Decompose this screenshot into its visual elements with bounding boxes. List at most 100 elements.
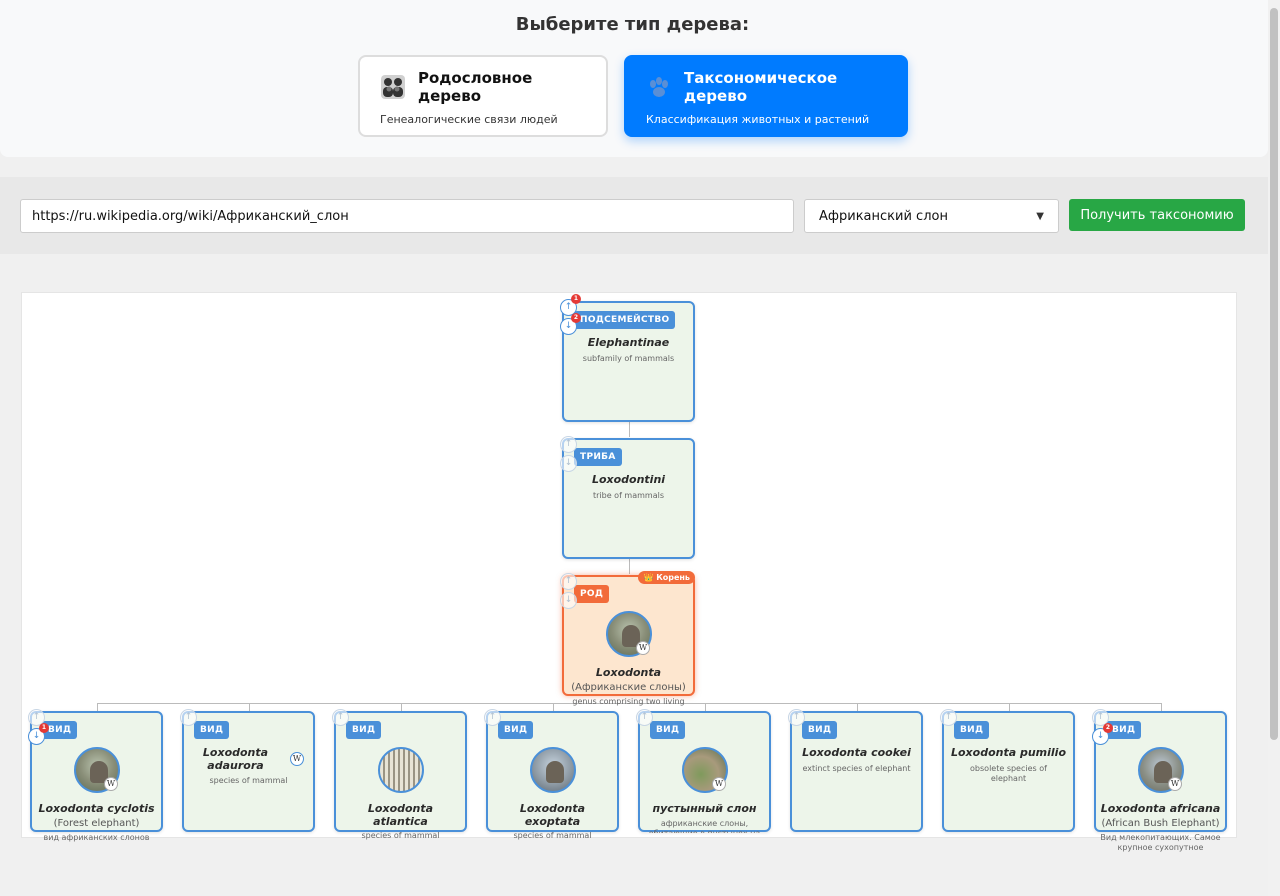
navigate-down-button[interactable]: ↓2	[560, 313, 581, 335]
rank-badge: ВИД	[194, 721, 230, 739]
node-name: пустынный слон	[652, 802, 757, 815]
species-thumbnail: W	[682, 747, 728, 793]
node-common-name: (African Bush Elephant)	[1101, 818, 1220, 829]
species-thumbnail: W	[606, 611, 652, 657]
tree-canvas[interactable]: ПОДСЕМЕЙСТВО Elephantinae subfamily of m…	[21, 292, 1237, 852]
search-bar: Африканский слон ▼ Получить таксономию	[0, 177, 1268, 254]
navigate-down-button[interactable]: ↓	[560, 455, 577, 472]
get-taxonomy-button[interactable]: Получить таксономию	[1069, 199, 1245, 231]
connector-line	[1161, 703, 1162, 711]
tree-node-species[interactable]: ВИД Loxodonta atlantica	[334, 711, 467, 832]
connector-line	[97, 703, 98, 711]
connector-line	[629, 559, 630, 574]
species-select-value: Африканский слон	[819, 208, 948, 224]
taxonomy-card-desc: Классификация животных и растений	[646, 113, 870, 126]
wikipedia-icon[interactable]: W	[290, 752, 304, 766]
wiki-url-input[interactable]	[20, 199, 794, 233]
navigate-down-button[interactable]: ↓1	[28, 723, 49, 745]
tree-node-tribe[interactable]: ТРИБА Loxodontini tribe of mammals	[562, 438, 695, 559]
node-name: Loxodonta atlantica	[367, 802, 434, 828]
node-name: Loxodonta pumilio	[950, 746, 1067, 759]
tree-node-species[interactable]: ВИД W Loxodonta cyclotis (Forest elephan…	[30, 711, 163, 832]
species-select[interactable]: Африканский слон ▼	[804, 199, 1059, 233]
taxonomy-tree-card[interactable]: Таксономическое дерево Классификация жив…	[624, 55, 908, 137]
rank-badge: ВИД	[1106, 721, 1142, 739]
navigate-up-button[interactable]: ↑	[1092, 709, 1109, 726]
navigate-up-button[interactable]: ↑1	[560, 294, 581, 316]
page-scrollbar[interactable]	[1268, 0, 1280, 896]
node-name: Loxodonta	[595, 666, 662, 679]
wikipedia-icon[interactable]: W	[104, 777, 118, 791]
node-description: африканские слоны, обитающие в пустынях …	[649, 819, 761, 833]
rank-badge: ПОДСЕМЕЙСТВО	[574, 311, 676, 329]
navigate-up-button[interactable]: ↑	[180, 709, 197, 726]
connector-line	[705, 703, 706, 711]
connector-line	[1009, 703, 1010, 711]
navigate-up-button[interactable]: ↑	[560, 573, 577, 590]
node-common-name: (Forest elephant)	[53, 818, 140, 829]
navigate-up-button[interactable]: ↑	[484, 709, 501, 726]
taxonomy-card-title: Таксономическое дерево	[684, 69, 838, 105]
connector-line	[97, 703, 1162, 704]
node-name: Loxodonta cyclotis	[38, 802, 155, 815]
node-description: Вид млекопитающих. Самое крупное сухопут…	[1100, 833, 1221, 852]
navigate-up-button[interactable]: ↑	[560, 436, 577, 453]
connector-line	[629, 422, 630, 437]
navigate-down-button[interactable]: ↓2	[1092, 723, 1113, 745]
node-description: вид африканских слонов	[43, 833, 150, 842]
wikipedia-icon[interactable]: W	[1168, 777, 1182, 791]
tree-node-species[interactable]: ВИД W Loxodonta africana (African Bush E…	[1094, 711, 1227, 832]
rank-badge: ВИД	[802, 721, 838, 739]
count-badge: 1	[571, 294, 581, 304]
node-name: Loxodonta africana	[1100, 802, 1221, 815]
node-description: species of mammal	[513, 831, 592, 840]
node-name: Loxodonta adaurora	[202, 746, 269, 772]
navigate-up-button[interactable]: ↑	[636, 709, 653, 726]
rank-badge: ВИД	[954, 721, 990, 739]
tree-node-species[interactable]: ВИД W пустынный слон африканские слоны, …	[638, 711, 771, 833]
tree-node-species[interactable]: ВИД Loxodonta pumilio obsolete species o…	[942, 711, 1075, 832]
node-description: obsolete species of elephant	[970, 764, 1047, 783]
count-badge: 2	[571, 313, 581, 323]
wikipedia-icon[interactable]: W	[636, 641, 650, 655]
navigate-up-button[interactable]: ↑	[788, 709, 805, 726]
navigate-up-button[interactable]: ↑	[28, 709, 45, 726]
connector-line	[553, 703, 554, 711]
node-name: Elephantinae	[587, 336, 670, 349]
navigate-down-button[interactable]: ↓	[560, 592, 577, 609]
connector-line	[401, 703, 402, 711]
rank-badge: РОД	[574, 585, 610, 603]
family-icon	[380, 73, 406, 101]
genealogy-tree-card[interactable]: Родословное дерево Генеалогические связи…	[358, 55, 608, 137]
node-description: tribe of mammals	[592, 491, 665, 500]
species-thumbnail	[378, 747, 424, 793]
genealogy-card-desc: Генеалогические связи людей	[380, 113, 558, 126]
tree-node-species[interactable]: ВИД Loxodonta cookei extinct species of …	[790, 711, 923, 832]
node-name: Loxodonta cookei	[802, 746, 911, 759]
connector-line	[857, 703, 858, 711]
node-description: extinct species of elephant	[802, 764, 911, 773]
species-thumbnail: W	[1138, 747, 1184, 793]
rank-badge: ВИД	[346, 721, 382, 739]
wikipedia-icon[interactable]: W	[712, 777, 726, 791]
count-badge: 2	[1103, 723, 1113, 733]
node-description: subfamily of mammals	[582, 354, 675, 363]
scrollbar-thumb[interactable]	[1270, 8, 1278, 740]
node-common-name: (Африканские слоны)	[571, 682, 686, 693]
tree-node-species[interactable]: ВИД Loxodonta exoptata	[486, 711, 619, 832]
rank-badge: ВИД	[42, 721, 78, 739]
navigate-up-button[interactable]: ↑	[332, 709, 349, 726]
node-description: species of mammal	[209, 776, 288, 785]
count-badge: 1	[39, 723, 49, 733]
node-name: Loxodontini	[591, 473, 666, 486]
navigate-up-button[interactable]: ↑	[940, 709, 957, 726]
chevron-down-icon: ▼	[1036, 210, 1044, 222]
tree-node-species[interactable]: ВИД Loxodonta adaurora W species of mamm…	[182, 711, 315, 832]
node-description: genus comprising two living elephant spe…	[572, 697, 685, 706]
tree-node-genus-root[interactable]: РОД 👑 Корень W Loxodonta (Африканские сл…	[562, 571, 695, 696]
node-description: species of mammal	[361, 831, 440, 840]
panel-title: Выберите тип дерева:	[515, 14, 750, 35]
tree-node-subfamily[interactable]: ПОДСЕМЕЙСТВО Elephantinae subfamily of m…	[562, 301, 695, 422]
paw-icon	[646, 73, 672, 101]
rank-badge: ВИД	[498, 721, 534, 739]
